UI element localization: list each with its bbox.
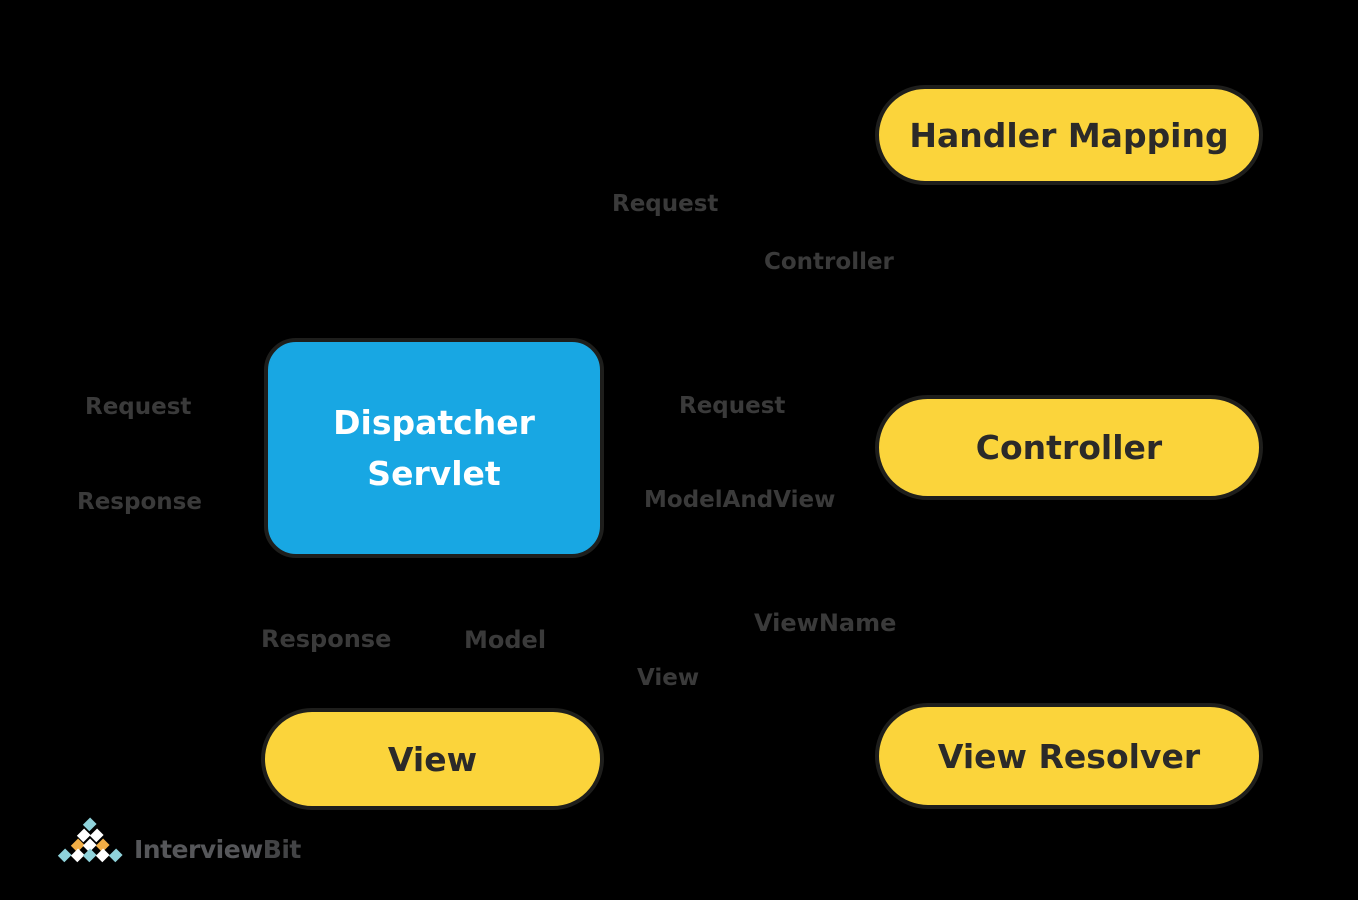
edge-label-model-and-view: ModelAndView [644, 487, 836, 513]
node-controller-label: Controller [975, 428, 1163, 467]
edge-label-model: Model [464, 626, 547, 654]
node-view-resolver-label: View Resolver [937, 736, 1201, 776]
node-handler-mapping: Handler Mapping [875, 85, 1263, 185]
logo-text-bit: Bit [262, 834, 302, 864]
logo-text-interview: Interview [134, 834, 263, 864]
dispatcher-servlet-line2: Servlet [367, 454, 501, 493]
node-view-resolver: View Resolver [875, 703, 1263, 809]
edge-label-request-to-handler-mapping: Request [612, 191, 719, 217]
edge-label-response-outgoing: Response [77, 489, 202, 515]
node-controller: Controller [875, 395, 1263, 500]
node-dispatcher-servlet: Dispatcher Servlet [264, 338, 604, 558]
interviewbit-logo: InterviewBit [56, 817, 301, 870]
logo-diamond-tile [108, 848, 123, 863]
interviewbit-pyramid-icon [56, 817, 126, 870]
node-view-label: View [387, 739, 478, 779]
node-view: View [261, 708, 604, 810]
edge-label-request-incoming: Request [85, 394, 192, 420]
edge-label-controller-return: Controller [764, 249, 894, 275]
edge-label-view-name: ViewName [754, 609, 897, 637]
edge-label-request-to-controller: Request [679, 393, 786, 419]
edge-label-view-return: View [637, 665, 700, 691]
edge-label-response-from-view: Response [261, 625, 392, 653]
dispatcher-servlet-line1: Dispatcher [333, 402, 535, 442]
interviewbit-logo-text: InterviewBit [134, 825, 301, 864]
node-handler-mapping-label: Handler Mapping [909, 115, 1229, 155]
